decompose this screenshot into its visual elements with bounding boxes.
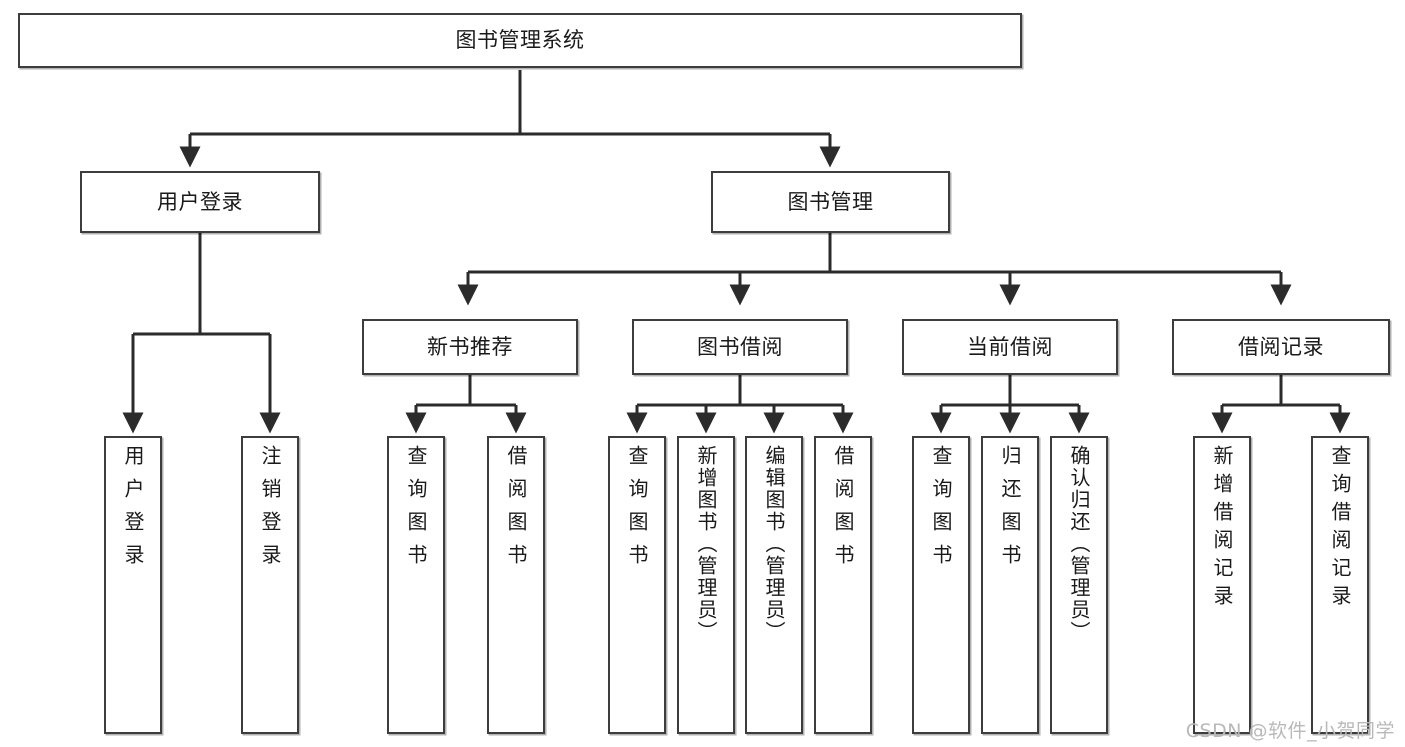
leaf-logout[interactable]: 注销登录	[241, 436, 299, 734]
node-book-borrow-label: 图书借阅	[697, 334, 783, 359]
leaf-user-login-label: 用户登录	[121, 445, 145, 577]
node-user-login[interactable]: 用户登录	[80, 171, 320, 233]
leaf-query-book-recommend[interactable]: 查询图书	[387, 436, 445, 734]
leaf-query-book-borrow[interactable]: 查询图书	[608, 436, 666, 734]
leaf-add-book-admin[interactable]: 新增图书（管理员）	[677, 436, 735, 734]
leaf-add-borrow-record[interactable]: 新增借阅记录	[1193, 436, 1251, 734]
node-book-management-label: 图书管理	[787, 189, 874, 214]
leaf-confirm-return-admin[interactable]: 确认归还（管理员）	[1050, 436, 1108, 734]
leaf-borrow-book-recommend-label: 借阅图书	[504, 445, 528, 577]
leaf-logout-label: 注销登录	[258, 445, 282, 577]
leaf-return-book-label: 归还图书	[998, 445, 1022, 577]
leaf-query-borrow-record[interactable]: 查询借阅记录	[1311, 436, 1369, 734]
leaf-query-borrow-record-label: 查询借阅记录	[1328, 445, 1352, 613]
node-current-borrow-label: 当前借阅	[967, 334, 1053, 359]
node-book-management[interactable]: 图书管理	[711, 171, 950, 233]
leaf-query-book-borrow-label: 查询图书	[625, 445, 649, 577]
leaf-edit-book-admin[interactable]: 编辑图书（管理员）	[745, 436, 803, 734]
node-new-book-recommend[interactable]: 新书推荐	[362, 319, 578, 375]
leaf-query-book-recommend-label: 查询图书	[404, 445, 428, 577]
leaf-user-login[interactable]: 用户登录	[104, 436, 162, 734]
leaf-borrow-book-recommend[interactable]: 借阅图书	[487, 436, 545, 734]
node-new-book-recommend-label: 新书推荐	[427, 334, 513, 359]
leaf-query-book-current-label: 查询图书	[929, 445, 953, 577]
node-borrow-record-label: 借阅记录	[1238, 334, 1324, 359]
leaf-borrow-book[interactable]: 借阅图书	[814, 436, 872, 734]
node-user-login-label: 用户登录	[157, 189, 243, 214]
leaf-confirm-return-admin-label: 确认归还（管理员）	[1067, 445, 1091, 643]
leaf-add-borrow-record-label: 新增借阅记录	[1210, 445, 1234, 613]
node-borrow-record[interactable]: 借阅记录	[1172, 319, 1390, 375]
leaf-query-book-current[interactable]: 查询图书	[912, 436, 970, 734]
node-current-borrow[interactable]: 当前借阅	[902, 319, 1118, 375]
leaf-return-book[interactable]: 归还图书	[981, 436, 1039, 734]
node-book-borrow[interactable]: 图书借阅	[632, 319, 848, 375]
watermark-text: CSDN @软件_小贺同学	[1185, 720, 1395, 742]
leaf-edit-book-admin-label: 编辑图书（管理员）	[762, 445, 786, 643]
node-root[interactable]: 图书管理系统	[18, 13, 1022, 68]
node-root-label: 图书管理系统	[455, 28, 585, 53]
leaf-borrow-book-label: 借阅图书	[831, 445, 855, 577]
leaf-add-book-admin-label: 新增图书（管理员）	[694, 445, 718, 643]
